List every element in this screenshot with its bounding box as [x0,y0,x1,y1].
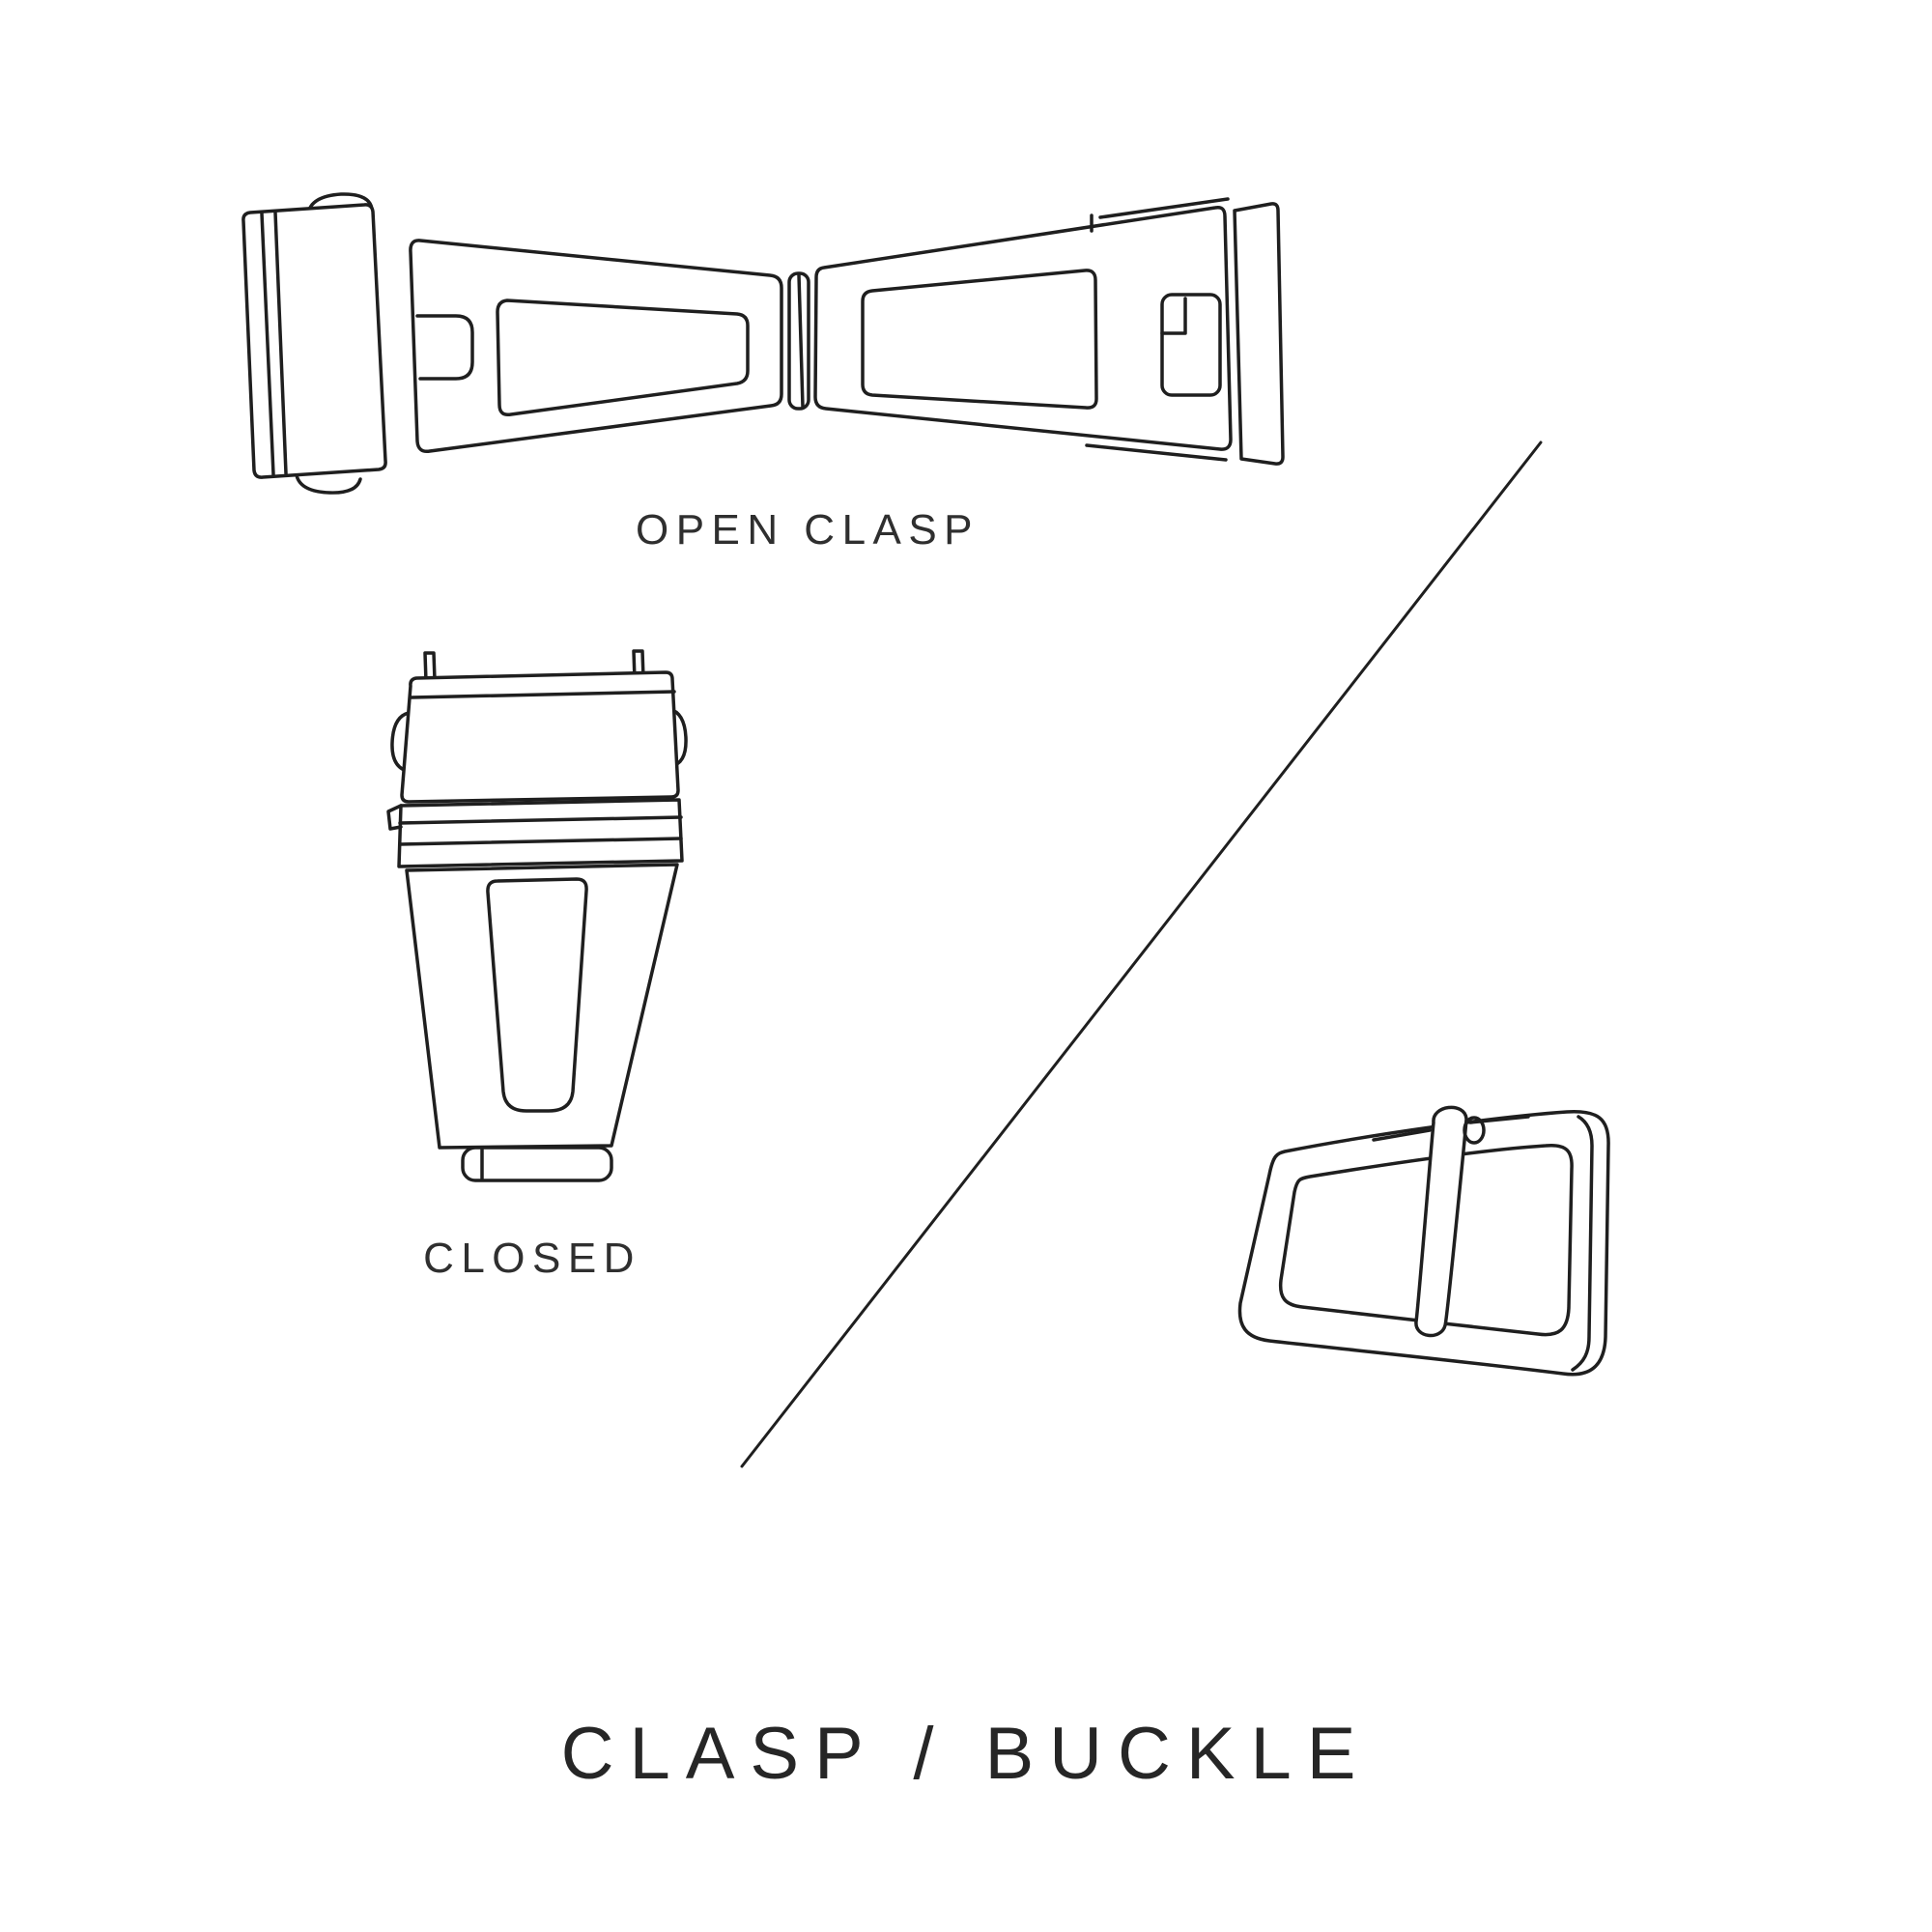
open-clasp-illustration-icon [242,192,1285,495]
page-title: CLASP / BUCKLE [560,1713,1372,1795]
open-clasp-label: OPEN CLASP [635,506,980,554]
closed-clasp-label: CLOSED [423,1235,641,1282]
divider-line [740,440,1543,1468]
tang-buckle-illustration-icon [1237,1105,1610,1377]
closed-clasp-illustration-icon [386,649,688,1182]
